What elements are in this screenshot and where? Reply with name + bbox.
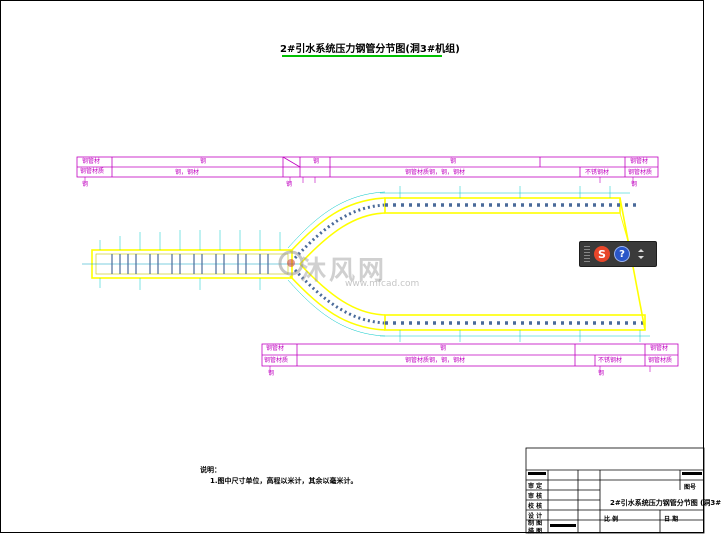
upper-branch-pipe (380, 192, 640, 214)
main-pipe (82, 249, 300, 279)
title-block (525, 447, 705, 534)
top-table-row2-c: 不锈钢材 (585, 169, 610, 176)
top-table-ticks (84, 177, 634, 183)
bottom-table-row2-a: 钢管材质钢，钢，钢材 (405, 357, 466, 364)
top-table-cell-b: 钢 (313, 158, 320, 165)
bottom-table-row2-b: 不锈钢材 (598, 357, 623, 364)
lower-branch-pipe (380, 314, 650, 337)
bifurcation-lower-bend (287, 263, 386, 337)
title-block-drawing-name: 2#引水系统压力钢管分节图 (洞3# (610, 499, 721, 507)
bottom-segment-table (261, 343, 679, 367)
bottom-table-under-right: 钢 (598, 370, 605, 377)
title-block-row-1: 审 定 (528, 483, 543, 490)
title-block-scale-label: 比 例 (604, 516, 619, 523)
bottom-table-label-2: 钢管材质 (264, 357, 289, 364)
note-1: 1.图中尺寸单位，高程以米计，其余以毫米计。 (210, 477, 358, 485)
title-block-row-5: 制 图 (528, 520, 543, 527)
top-table-row2-a: 钢，钢材 (175, 169, 200, 176)
ime-toolbar[interactable]: S ? (579, 241, 657, 267)
ime-expand-toggle[interactable] (638, 249, 644, 259)
sogou-input-icon[interactable]: S (594, 246, 610, 262)
bottom-table-ticks (269, 366, 651, 372)
title-block-row-2: 审 核 (528, 493, 543, 500)
top-table-label-1: 钢管材 (82, 158, 101, 165)
bifurcation-upper-bend (287, 191, 386, 265)
title-block-date-label: 日 期 (664, 516, 679, 523)
cad-drawing-sheet (0, 0, 705, 534)
top-table-cell-c: 钢 (450, 158, 457, 165)
chevron-up-icon (638, 249, 644, 252)
top-segment-table (76, 156, 659, 178)
drawing-title: 2#引水系统压力钢管分节图(洞3#机组) (280, 44, 460, 55)
bottom-table-cell-a: 钢 (440, 345, 447, 352)
notes-heading: 说明： (200, 466, 221, 474)
bottom-table-under-left: 钢 (268, 370, 275, 377)
branch-dimension-ticks (399, 186, 641, 342)
top-table-row2-b: 钢管材质钢，钢，钢材 (405, 169, 466, 176)
bottom-table-label-1: 钢管材 (266, 345, 285, 352)
ime-drag-handle-icon[interactable] (584, 246, 590, 262)
main-pipe-segments (111, 254, 269, 274)
top-table-under-mid: 钢 (286, 181, 293, 188)
bottom-table-cell-r: 钢管材 (650, 345, 669, 352)
watermark-url: www.mfcad.com (345, 279, 420, 289)
top-table-cell-d: 钢管材 (630, 158, 649, 165)
chevron-down-icon (638, 256, 644, 259)
title-block-row-6: 描 图 (528, 528, 543, 535)
title-block-row-4: 设 计 (528, 513, 543, 520)
title-underline (282, 55, 442, 57)
title-block-field-right: 图号 (684, 484, 697, 491)
top-table-label-2: 钢管材质 (80, 168, 105, 175)
bottom-table-row2-r: 钢管材质 (648, 357, 673, 364)
top-table-under-right: 钢 (631, 181, 638, 188)
top-table-cell-a: 钢 (200, 158, 207, 165)
top-table-row2-d: 钢管材质 (628, 169, 653, 176)
drawing-frame (0, 0, 704, 533)
title-block-fills (528, 472, 702, 527)
help-icon[interactable]: ? (614, 246, 630, 262)
title-block-row-3: 校 核 (528, 503, 543, 510)
watermark-logo-icon (278, 250, 304, 276)
watermark-text: 沐风网 (300, 256, 388, 286)
top-table-under-left: 钢 (82, 181, 89, 188)
main-pipe-dimension-ticks (99, 230, 281, 290)
